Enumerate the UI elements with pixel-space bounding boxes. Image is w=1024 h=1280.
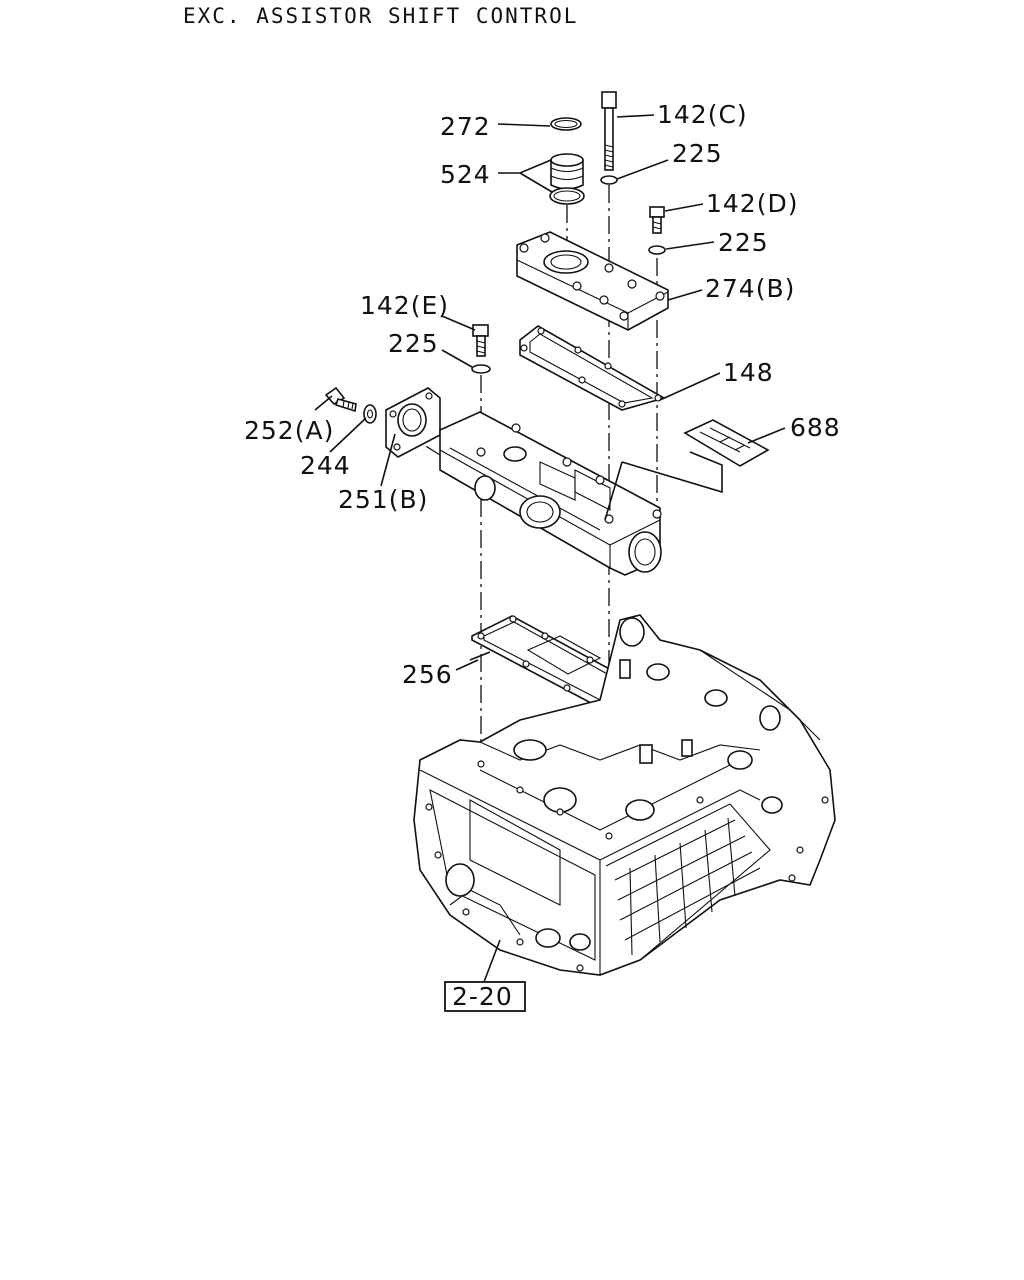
callout-256: 256 <box>402 660 453 689</box>
o-ring-524 <box>549 187 585 205</box>
bolt-142d <box>649 206 665 234</box>
callout-251b: 251(B) <box>338 485 428 514</box>
diagram-title: EXC. ASSISTOR SHIFT CONTROL <box>183 4 578 28</box>
leader-lines <box>314 114 786 983</box>
callout-225-left: 225 <box>388 329 439 358</box>
transmission-case <box>413 614 836 976</box>
callout-225-top: 225 <box>672 139 723 168</box>
shift-control-housing <box>439 411 662 576</box>
callout-272: 272 <box>440 112 491 141</box>
callout-688: 688 <box>790 413 841 442</box>
plate-688 <box>683 419 770 467</box>
callout-274b: 274(B) <box>705 274 795 303</box>
washer-225-top <box>600 175 618 185</box>
bolt-252a <box>324 386 357 413</box>
washer-225-right <box>648 245 666 255</box>
bolt-142c <box>601 91 617 171</box>
callout-148: 148 <box>723 358 774 387</box>
callout-142d: 142(D) <box>706 189 798 218</box>
washer-244 <box>363 404 377 424</box>
callout-labels: 272 524 142(C) 225 142(D) 225 274(B) 142… <box>244 100 841 689</box>
bolt-142e <box>472 324 489 357</box>
callout-142c: 142(C) <box>657 100 748 129</box>
washer-225-left <box>471 364 491 374</box>
callout-524: 524 <box>440 160 491 189</box>
callout-225-right: 225 <box>718 228 769 257</box>
callout-244: 244 <box>300 451 351 480</box>
flange-251b <box>385 387 441 458</box>
reference-box-label: 2-20 <box>452 982 513 1011</box>
cover-274b <box>516 231 669 331</box>
plug-524 <box>550 153 584 190</box>
callout-142e: 142(E) <box>360 291 449 320</box>
snap-ring-272 <box>550 117 582 131</box>
callout-252a: 252(A) <box>244 416 334 445</box>
reference-box[interactable]: 2-20 <box>444 981 526 1012</box>
gasket-148 <box>519 325 667 411</box>
